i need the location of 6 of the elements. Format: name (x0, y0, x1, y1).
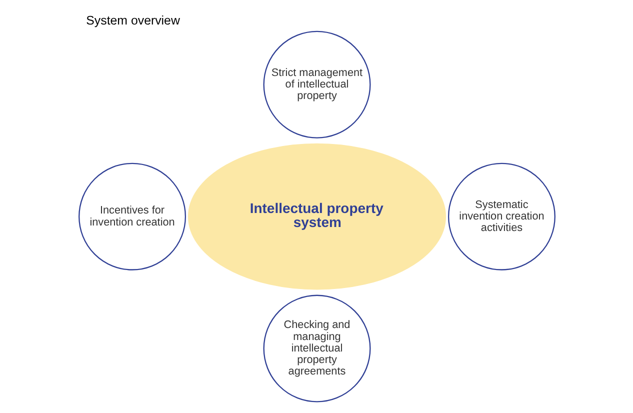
node-ellipse: Intellectual property system (187, 143, 446, 290)
node-circle: Checking and managing intellectual property agreements (262, 294, 370, 402)
node-circle: Incentives for invention creation (78, 162, 186, 270)
node-circle: Strict management of intellectual property (262, 30, 370, 138)
node-circle: Systematic invention creation activities (447, 162, 555, 270)
diagram-title: System overview (86, 13, 180, 28)
